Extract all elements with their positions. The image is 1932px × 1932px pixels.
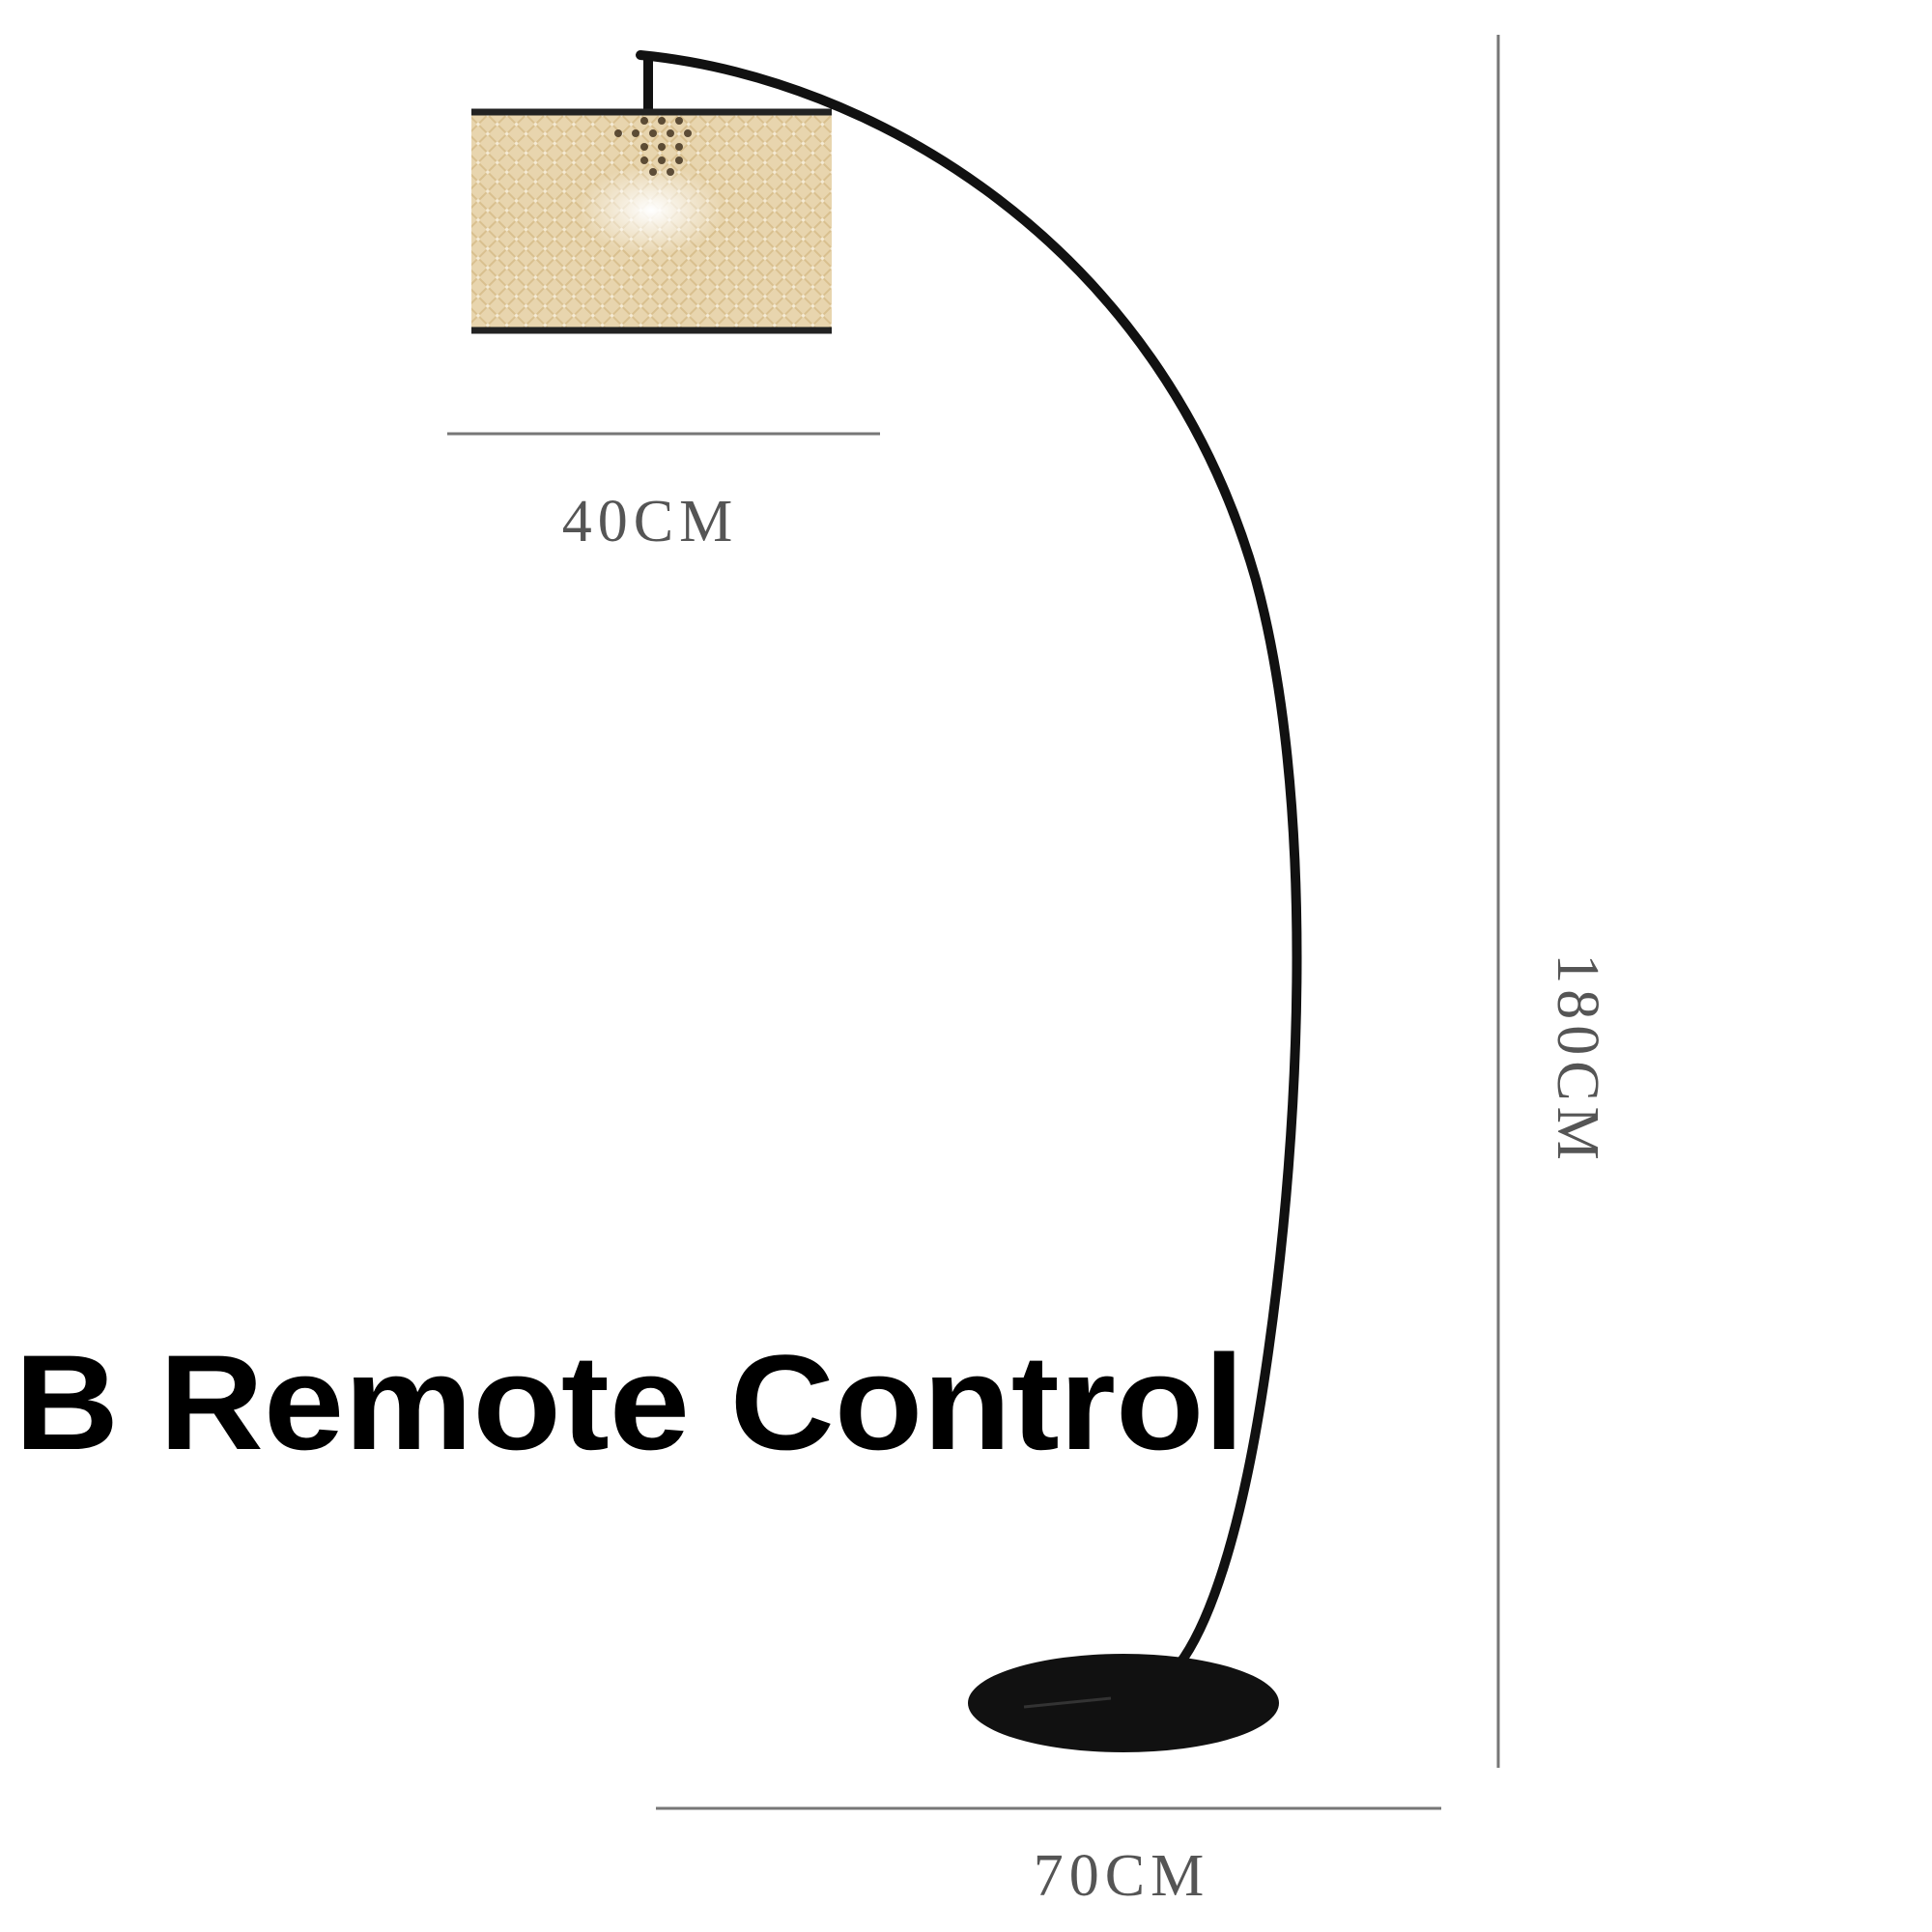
rattan-shade <box>471 108 832 334</box>
lamp-base <box>968 1654 1279 1752</box>
base-span-label: 70CM <box>1034 1843 1209 1909</box>
variant-caption: B Remote Control <box>14 1326 1244 1478</box>
shade-width-label: 40CM <box>562 489 738 554</box>
height-label: 180CM <box>1545 953 1610 1165</box>
